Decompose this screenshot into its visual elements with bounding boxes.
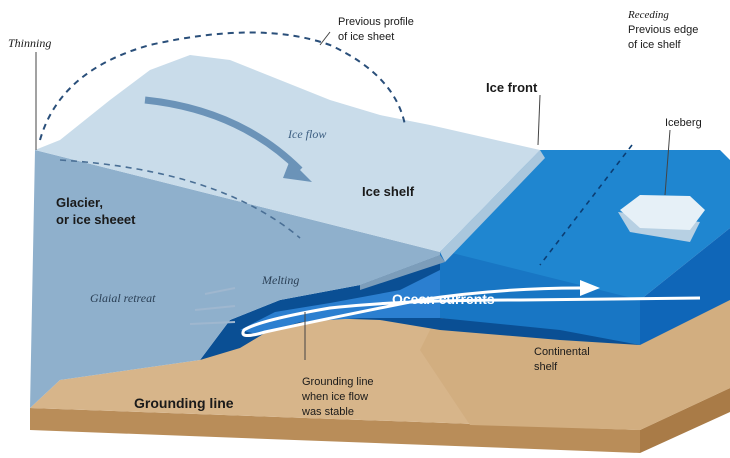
grounding-stable-label-1: Grounding line	[302, 376, 374, 388]
ice-flow-arrowhead	[283, 160, 312, 182]
previous-edge-label-1: Previous edge	[628, 24, 698, 36]
continental-shelf-label-2: shelf	[534, 361, 558, 373]
ocean-side-face	[640, 228, 730, 345]
previous-profile-label-2: of ice sheet	[338, 31, 394, 43]
thinning-label: Thinning	[8, 36, 51, 50]
ocean-currents-label: Ocean currents	[392, 291, 495, 307]
glacier-label-1: Glacier,	[56, 195, 103, 210]
grounding-line-label: Grounding line	[134, 395, 234, 411]
ground-side-face	[640, 388, 730, 453]
ice-flow-label: Ice flow	[287, 127, 326, 141]
receding-label: Receding	[627, 9, 669, 21]
previous-profile-label-1: Previous profile	[338, 16, 414, 28]
grounding-stable-label-3: was stable	[301, 406, 354, 418]
ice-front-label: Ice front	[486, 80, 538, 95]
previous-profile-dashed-line	[39, 31, 406, 141]
grounding-stable-label-2: when ice flow	[301, 391, 368, 403]
ice-shelf-underside	[360, 255, 445, 290]
iceberg-top	[620, 195, 705, 230]
continental-shelf-label-1: Continental	[534, 346, 590, 358]
iceberg-label: Iceberg	[665, 117, 702, 129]
ice-front-leader	[537, 94, 541, 146]
glacier-label-2: or ice sheeet	[56, 212, 136, 227]
iceberg	[618, 195, 705, 242]
glacial-retreat-arrows	[189, 287, 236, 325]
glacier-front-face	[30, 150, 440, 408]
ocean-front-face	[440, 250, 640, 345]
iceberg-leader	[664, 129, 671, 196]
ice-shelf-label: Ice shelf	[362, 184, 415, 199]
previous-profile-leader	[319, 31, 331, 46]
previous-edge-label-2: of ice shelf	[628, 39, 682, 51]
ground-front-face	[30, 408, 640, 453]
melting-label: Melting	[261, 273, 299, 287]
glacial-retreat-label: Glaial retreat	[90, 291, 156, 305]
ocean-cavity-light	[240, 270, 440, 335]
ice-shelf-front-face	[440, 150, 545, 262]
ocean-current-arrowhead	[580, 280, 600, 296]
ice-flow-arrow	[144, 96, 303, 173]
ocean-current-loop	[241, 286, 701, 337]
